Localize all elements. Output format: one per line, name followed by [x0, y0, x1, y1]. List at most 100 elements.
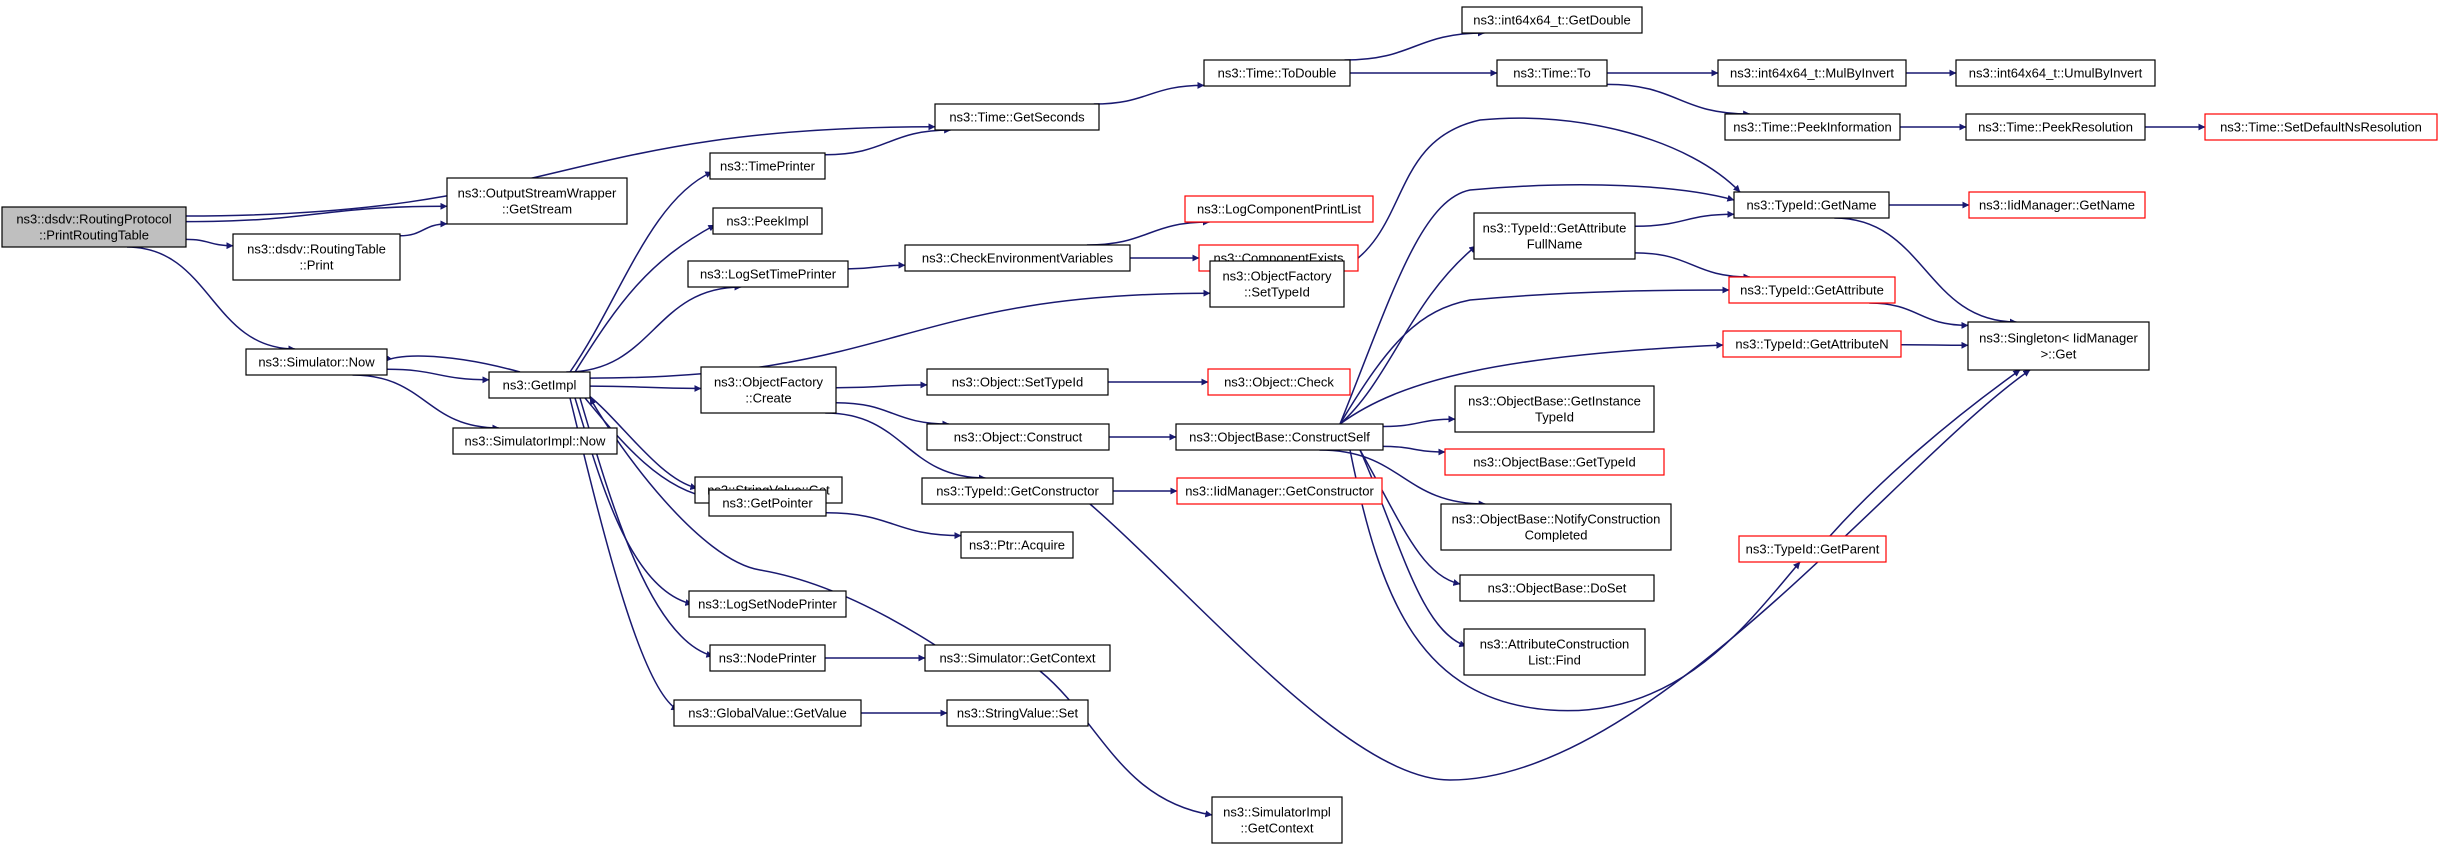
node-gvgetvalue[interactable]: ns3::GlobalValue::GetValue: [673, 699, 862, 727]
node-box: [687, 260, 849, 288]
node-ofcreate[interactable]: ns3::ObjectFactory::Create: [700, 366, 837, 414]
edge-obconstructself-to-obgetinsttid: [1382, 415, 1456, 428]
edge-obconstructself-to-tidgetattr: [1339, 286, 1730, 425]
node-timeto[interactable]: ns3::Time::To: [1496, 59, 1608, 87]
node-peekinfo[interactable]: ns3::Time::PeekInformation: [1724, 113, 1901, 141]
node-tidgetctor[interactable]: ns3::TypeId::GetConstructor: [921, 477, 1114, 505]
node-label: List::Find: [1528, 653, 1581, 668]
node-objcheck[interactable]: ns3::Object::Check: [1207, 368, 1351, 396]
node-simimplnow[interactable]: ns3::SimulatorImpl::Now: [452, 427, 618, 455]
node-peekimpl[interactable]: ns3::PeekImpl: [712, 207, 823, 235]
edge-getimpl-to-peekimpl: [574, 224, 716, 373]
node-todouble[interactable]: ns3::Time::ToDouble: [1203, 59, 1351, 87]
node-checkenv[interactable]: ns3::CheckEnvironmentVariables: [904, 244, 1131, 272]
node-ptracquire[interactable]: ns3::Ptr::Acquire: [960, 531, 1074, 559]
node-label: ns3::ObjectBase::NotifyConstruction: [1452, 512, 1661, 527]
node-simimplgetctx[interactable]: ns3::SimulatorImpl::GetContext: [1211, 796, 1343, 844]
node-label: ns3::GetPointer: [722, 496, 813, 511]
node-label: ns3::ObjectFactory: [1222, 269, 1332, 284]
node-tidgetattr[interactable]: ns3::TypeId::GetAttribute: [1728, 276, 1896, 304]
node-label: ns3::AttributeConstruction: [1480, 637, 1630, 652]
node-label: ns3::GetImpl: [503, 378, 577, 393]
node-label: ns3::PeekImpl: [726, 214, 808, 229]
node-label: TypeId: [1535, 410, 1574, 425]
node-rtprint[interactable]: ns3::dsdv::RoutingTable::Print: [232, 233, 401, 281]
node-box: [1209, 260, 1345, 308]
node-box: [1, 206, 187, 248]
edge-ofcreate-to-objconstruct: [835, 401, 950, 428]
node-obconstructself[interactable]: ns3::ObjectBase::ConstructSelf: [1175, 423, 1384, 451]
edge-checkenv-to-logcompprint: [1086, 218, 1210, 246]
node-box: [709, 152, 826, 180]
node-box: [921, 477, 1114, 505]
node-label: ns3::SimulatorImpl::Now: [465, 434, 606, 449]
node-label: ns3::LogSetTimePrinter: [700, 267, 837, 282]
node-box: [232, 233, 401, 281]
node-iidgetname[interactable]: ns3::IidManager::GetName: [1968, 191, 2146, 219]
node-box: [904, 244, 1131, 272]
node-box: [2204, 113, 2438, 141]
node-getpointer[interactable]: ns3::GetPointer: [708, 489, 827, 517]
node-logsetnode[interactable]: ns3::LogSetNodePrinter: [688, 590, 847, 618]
node-singletonget[interactable]: ns3::Singleton< IidManager >::Get: [1967, 321, 2150, 371]
node-label: ns3::Time::ToDouble: [1218, 66, 1337, 81]
node-umulbyinvert[interactable]: ns3::int64x64_t::UmulByInvert: [1955, 59, 2156, 87]
node-root[interactable]: ns3::dsdv::RoutingProtocol::PrintRouting…: [1, 206, 187, 248]
edge-getimpl-to-simnow: [384, 354, 521, 373]
node-simnow[interactable]: ns3::Simulator::Now: [245, 348, 388, 376]
node-tidgetattrn[interactable]: ns3::TypeId::GetAttributeN: [1722, 330, 1902, 358]
edge-simgetctx-to-simimplgetctx: [1039, 670, 1213, 818]
node-setdefaultres[interactable]: ns3::Time::SetDefaultNsResolution: [2204, 113, 2438, 141]
node-label: ns3::TypeId::GetConstructor: [936, 484, 1099, 499]
node-logcompprint[interactable]: ns3::LogComponentPrintList: [1184, 195, 1374, 223]
node-label: ns3::int64x64_t::MulByInvert: [1730, 66, 1894, 81]
edge-root-to-getseconds: [185, 123, 936, 217]
node-tidgetname[interactable]: ns3::TypeId::GetName: [1733, 191, 1890, 219]
edge-logsettime-to-checkenv: [847, 261, 906, 270]
node-label: ns3::Object::Check: [1224, 375, 1334, 390]
node-layer: ns3::dsdv::RoutingProtocol::PrintRouting…: [1, 6, 2438, 844]
node-ofsettypeid[interactable]: ns3::ObjectFactory::SetTypeId: [1209, 260, 1345, 308]
node-box: [1955, 59, 2156, 87]
node-iidgetctor[interactable]: ns3::IidManager::GetConstructor: [1176, 477, 1383, 505]
node-getimpl[interactable]: ns3::GetImpl: [488, 371, 591, 399]
node-label: ns3::ObjectBase::GetInstance: [1468, 394, 1641, 409]
node-tidgetparent[interactable]: ns3::TypeId::GetParent: [1738, 535, 1887, 563]
node-objsettypeid[interactable]: ns3::Object::SetTypeId: [926, 368, 1109, 396]
node-label: ns3::Object::Construct: [954, 430, 1083, 445]
node-simgetctx[interactable]: ns3::Simulator::GetContext: [924, 644, 1111, 672]
node-mulbyinvert[interactable]: ns3::int64x64_t::MulByInvert: [1717, 59, 1907, 87]
node-timeprinter[interactable]: ns3::TimePrinter: [709, 152, 826, 180]
node-box: [1203, 59, 1351, 87]
node-logsettime[interactable]: ns3::LogSetTimePrinter: [687, 260, 849, 288]
edge-getimpl-to-getpointer: [584, 397, 713, 501]
node-box: [1444, 448, 1665, 476]
node-objconstruct[interactable]: ns3::Object::Construct: [926, 423, 1110, 451]
edge-ofcreate-to-tidgetctor: [825, 412, 986, 482]
node-obnotify[interactable]: ns3::ObjectBase::NotifyConstructionCompl…: [1440, 503, 1672, 551]
edge-root-to-rtprint: [185, 238, 234, 250]
edge-rtprint-to-oswrap: [399, 220, 448, 237]
edge-obconstructself-to-obdoset: [1359, 449, 1461, 586]
node-obdoset[interactable]: ns3::ObjectBase::DoSet: [1459, 574, 1655, 602]
node-box: [245, 348, 388, 376]
node-box: [1967, 321, 2150, 371]
node-oswrap[interactable]: ns3::OutputStreamWrapper::GetStream: [446, 177, 628, 225]
node-label: ns3::ObjectBase::GetTypeId: [1473, 455, 1636, 470]
node-box: [1454, 385, 1655, 433]
node-peekres[interactable]: ns3::Time::PeekResolution: [1965, 113, 2146, 141]
node-label: ns3::OutputStreamWrapper: [458, 186, 617, 201]
node-label: ns3::SimulatorImpl: [1223, 805, 1331, 820]
node-label: ns3::CheckEnvironmentVariables: [922, 251, 1114, 266]
node-label: >::Get: [2041, 347, 2077, 362]
node-obgettid[interactable]: ns3::ObjectBase::GetTypeId: [1444, 448, 1665, 476]
node-getseconds[interactable]: ns3::Time::GetSeconds: [934, 103, 1100, 131]
node-nodeprinter[interactable]: ns3::NodePrinter: [709, 644, 826, 672]
node-box: [452, 427, 618, 455]
node-i64getdouble[interactable]: ns3::int64x64_t::GetDouble: [1461, 6, 1643, 34]
node-svset[interactable]: ns3::StringValue::Set: [946, 699, 1089, 727]
node-label: ::GetContext: [1241, 821, 1314, 836]
